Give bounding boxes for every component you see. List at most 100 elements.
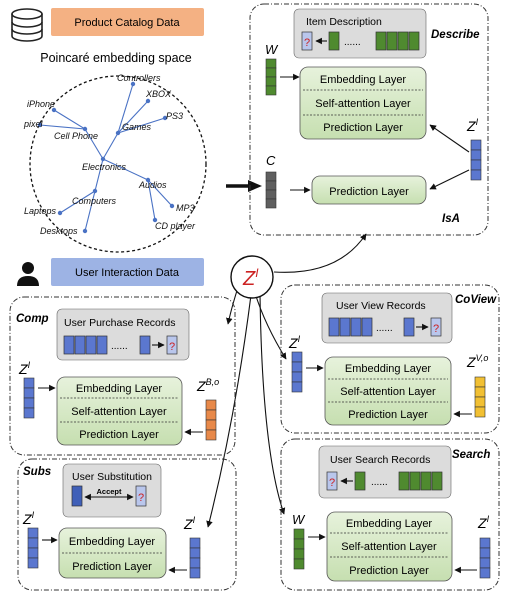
isa-c-label: C (266, 153, 276, 168)
describe-z-vector (470, 139, 482, 181)
search-dots: ...... (371, 477, 388, 488)
node-mp3: MP3 (176, 203, 195, 213)
subs-box (17, 458, 237, 591)
coview-z-label: ZI (288, 334, 301, 351)
subs-embedding-layer: Embedding Layer (69, 536, 156, 548)
subs-question: ? (138, 492, 144, 504)
comp-model-block: Embedding Layer Self-attention Layer Pre… (56, 376, 183, 446)
user-data-label: User Interaction Data (75, 267, 180, 279)
describe-w-vector (265, 58, 277, 96)
comp-question: ? (169, 341, 175, 353)
coview-task-label: CoView (455, 294, 497, 306)
item-description-label: Item Description (306, 16, 382, 28)
user-data-tag (51, 258, 204, 286)
search-records-label: User Search Records (330, 454, 430, 466)
connectors (206, 233, 367, 528)
big-arrow (226, 180, 262, 192)
subs-model-block: Embedding Layer Prediction Layer (58, 527, 167, 579)
describe-task-label: Describe (431, 29, 480, 41)
poincare-disk: Controllers XBOX iPhone PS3 Games pixel … (23, 73, 207, 253)
describe-question: ? (304, 37, 310, 49)
comp-dots: ...... (111, 341, 128, 352)
node-controllers: Controllers (117, 73, 161, 83)
coview-z-vector (291, 351, 303, 393)
describe-model-block: Embedding Layer Self-attention Layer Pre… (299, 66, 427, 140)
comp-records-label: User Purchase Records (64, 317, 175, 329)
comp-self-attention-layer: Self-attention Layer (71, 406, 167, 418)
subs-task-label: Subs (23, 466, 51, 478)
subs-z2-label: ZI (183, 515, 196, 532)
search-prediction-layer: Prediction Layer (349, 565, 429, 577)
subs-z-vector (27, 527, 39, 569)
search-box (280, 438, 500, 591)
comp-z-vector (23, 377, 35, 419)
subs-prediction-layer: Prediction Layer (72, 561, 152, 573)
coview-box (280, 284, 500, 434)
comp-box (9, 296, 236, 456)
describe-isa-box (249, 3, 489, 236)
comp-sequence: ...... ? (63, 335, 178, 355)
isa-task-label: IsA (442, 213, 460, 225)
describe-prediction-layer: Prediction Layer (323, 122, 403, 134)
node-audios: Audios (138, 180, 167, 190)
subs-z-label: ZI (22, 510, 35, 527)
coview-prediction-layer: Prediction Layer (348, 409, 428, 421)
coview-self-attention-layer: Self-attention Layer (340, 386, 436, 398)
shared-z-node (230, 255, 274, 299)
subs-z2-vector (189, 537, 201, 579)
coview-dots: ...... (376, 323, 393, 334)
coview-zv-label: ZV,o (466, 353, 488, 370)
comp-z-label: ZI (18, 360, 31, 377)
describe-dots: ...... (344, 37, 361, 48)
search-w-vector (293, 528, 305, 570)
coview-sequence: ...... ? (328, 317, 442, 337)
user-icon (17, 262, 39, 286)
node-desktops: Desktops (40, 226, 78, 236)
search-question: ? (329, 477, 335, 489)
comp-embedding-layer: Embedding Layer (76, 383, 163, 395)
node-iphone: iPhone (27, 99, 55, 109)
isa-c-vector (265, 171, 277, 209)
shared-z-label: ZI (242, 266, 259, 290)
search-z-label: ZI (477, 514, 490, 531)
coview-zv-vector (474, 376, 486, 418)
catalog-label: Product Catalog Data (74, 17, 180, 29)
describe-self-attention-layer: Self-attention Layer (315, 98, 411, 110)
isa-prediction-block (311, 175, 427, 205)
search-model-block: Embedding Layer Self-attention Layer Pre… (326, 511, 453, 582)
describe-sequence: ? ...... (301, 31, 420, 51)
describe-w-label: W (265, 42, 279, 57)
coview-embedding-layer: Embedding Layer (345, 363, 432, 375)
subs-records-label: User Substitution (72, 471, 152, 483)
search-task-label: Search (452, 449, 490, 461)
comp-task-label: Comp (16, 313, 49, 325)
search-embedding-layer: Embedding Layer (346, 518, 433, 530)
comp-zb-vector (205, 399, 217, 441)
database-icon (11, 8, 43, 42)
search-w-label: W (292, 512, 306, 527)
describe-embedding-layer: Embedding Layer (320, 74, 407, 86)
node-electronics: Electronics (82, 162, 127, 172)
coview-question: ? (433, 323, 439, 335)
comp-zb-label: ZB,o (196, 377, 219, 394)
describe-z-label: ZI (466, 117, 479, 134)
subs-pair: Accept ? (71, 485, 147, 507)
node-xbox: XBOX (145, 89, 172, 99)
node-ps3: PS3 (166, 111, 183, 121)
search-z-vector (479, 537, 491, 579)
subs-accept-label: Accept (96, 487, 122, 496)
coview-records-label: User View Records (336, 300, 426, 312)
search-self-attention-layer: Self-attention Layer (341, 541, 437, 553)
node-cellphone: Cell Phone (54, 131, 98, 141)
node-cdplayer: CD player (155, 221, 196, 231)
node-games: Games (122, 122, 152, 132)
node-computers: Computers (72, 196, 117, 206)
isa-prediction-layer: Prediction Layer (329, 186, 409, 198)
catalog-tag (51, 8, 204, 36)
node-laptops: Laptops (24, 206, 57, 216)
coview-model-block: Embedding Layer Self-attention Layer Pre… (324, 356, 452, 426)
poincare-title: Poincaré embedding space (40, 51, 192, 65)
node-pixel: pixel (23, 119, 44, 129)
comp-prediction-layer: Prediction Layer (79, 429, 159, 441)
